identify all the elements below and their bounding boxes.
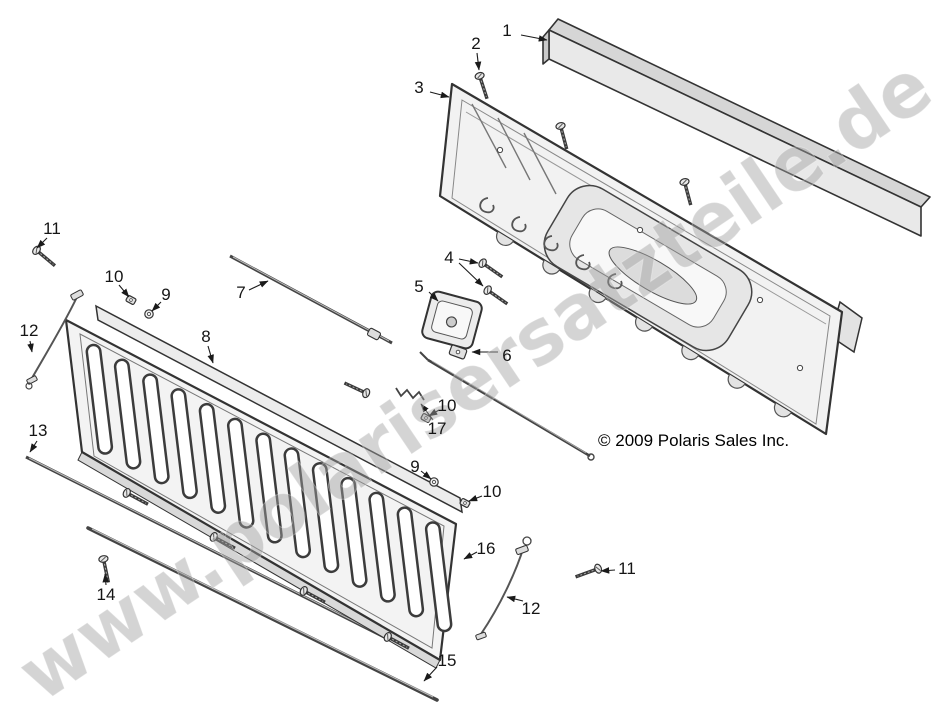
leader-lines — [27, 34, 616, 682]
panel-slot — [399, 508, 422, 615]
clip-part-10-left — [124, 294, 138, 306]
callout-8: 8 — [201, 327, 211, 346]
callout-11-left: 11 — [43, 219, 61, 238]
callout-12-left: 12 — [19, 321, 39, 340]
panel-slot — [370, 494, 394, 601]
callout-1: 1 — [502, 21, 512, 40]
screw-part-11-left — [29, 243, 60, 271]
washer-part-9-right — [429, 477, 439, 487]
inner-panel-part — [438, 82, 863, 436]
callout-16: 16 — [476, 539, 496, 558]
outer-panel-part — [64, 304, 463, 669]
callout-10-mid: 10 — [437, 396, 457, 415]
callout-15: 15 — [437, 651, 457, 670]
panel-slots — [85, 343, 453, 633]
callout-2: 2 — [471, 34, 481, 53]
rod-part-13 — [25, 455, 407, 650]
callout-17: 17 — [427, 419, 447, 438]
rod-part-7 — [229, 254, 393, 345]
panel-slot — [116, 361, 139, 468]
washer-part-9-left — [144, 309, 154, 319]
callout-13: 13 — [28, 421, 48, 440]
spring-part-17 — [395, 387, 425, 401]
callout-10-right: 10 — [482, 482, 502, 501]
callout-9-left: 9 — [161, 285, 171, 304]
panel-slot — [172, 390, 196, 497]
panel-slot — [427, 523, 450, 630]
panel-slot — [88, 346, 111, 453]
panel-slot — [342, 479, 366, 586]
panel-slot — [314, 464, 337, 571]
callout-5: 5 — [414, 277, 424, 296]
screw-part-2 — [472, 69, 494, 102]
latch-bracket-part-6 — [448, 344, 468, 360]
latch-screw — [475, 255, 507, 283]
callout-9-right: 9 — [410, 457, 420, 476]
rod-part-15 — [86, 526, 439, 702]
panel-slot — [229, 420, 252, 527]
callout-7: 7 — [236, 283, 246, 302]
callout-10-left: 10 — [104, 267, 124, 286]
callout-14: 14 — [96, 585, 116, 604]
callout-12-right: 12 — [521, 599, 541, 618]
small-screw — [340, 377, 373, 401]
callout-11-right: 11 — [618, 559, 636, 578]
panel-slot — [201, 405, 224, 512]
cable-part-12-left — [25, 289, 84, 390]
panel-slot — [144, 375, 168, 482]
cable-part-12-right — [475, 536, 532, 641]
screw-part-11-right — [572, 561, 605, 583]
panel-top-cap-part-8 — [95, 304, 463, 514]
copyright-text: © 2009 Polaris Sales Inc. — [598, 431, 790, 450]
callout-3: 3 — [414, 78, 424, 97]
panel-slot — [257, 434, 281, 542]
callout-6: 6 — [502, 346, 512, 365]
panel-slot — [286, 449, 309, 556]
top-rail-part — [542, 18, 931, 237]
callout-4: 4 — [444, 248, 454, 267]
handle-recess — [543, 184, 753, 352]
latch-assembly-part — [340, 255, 595, 461]
